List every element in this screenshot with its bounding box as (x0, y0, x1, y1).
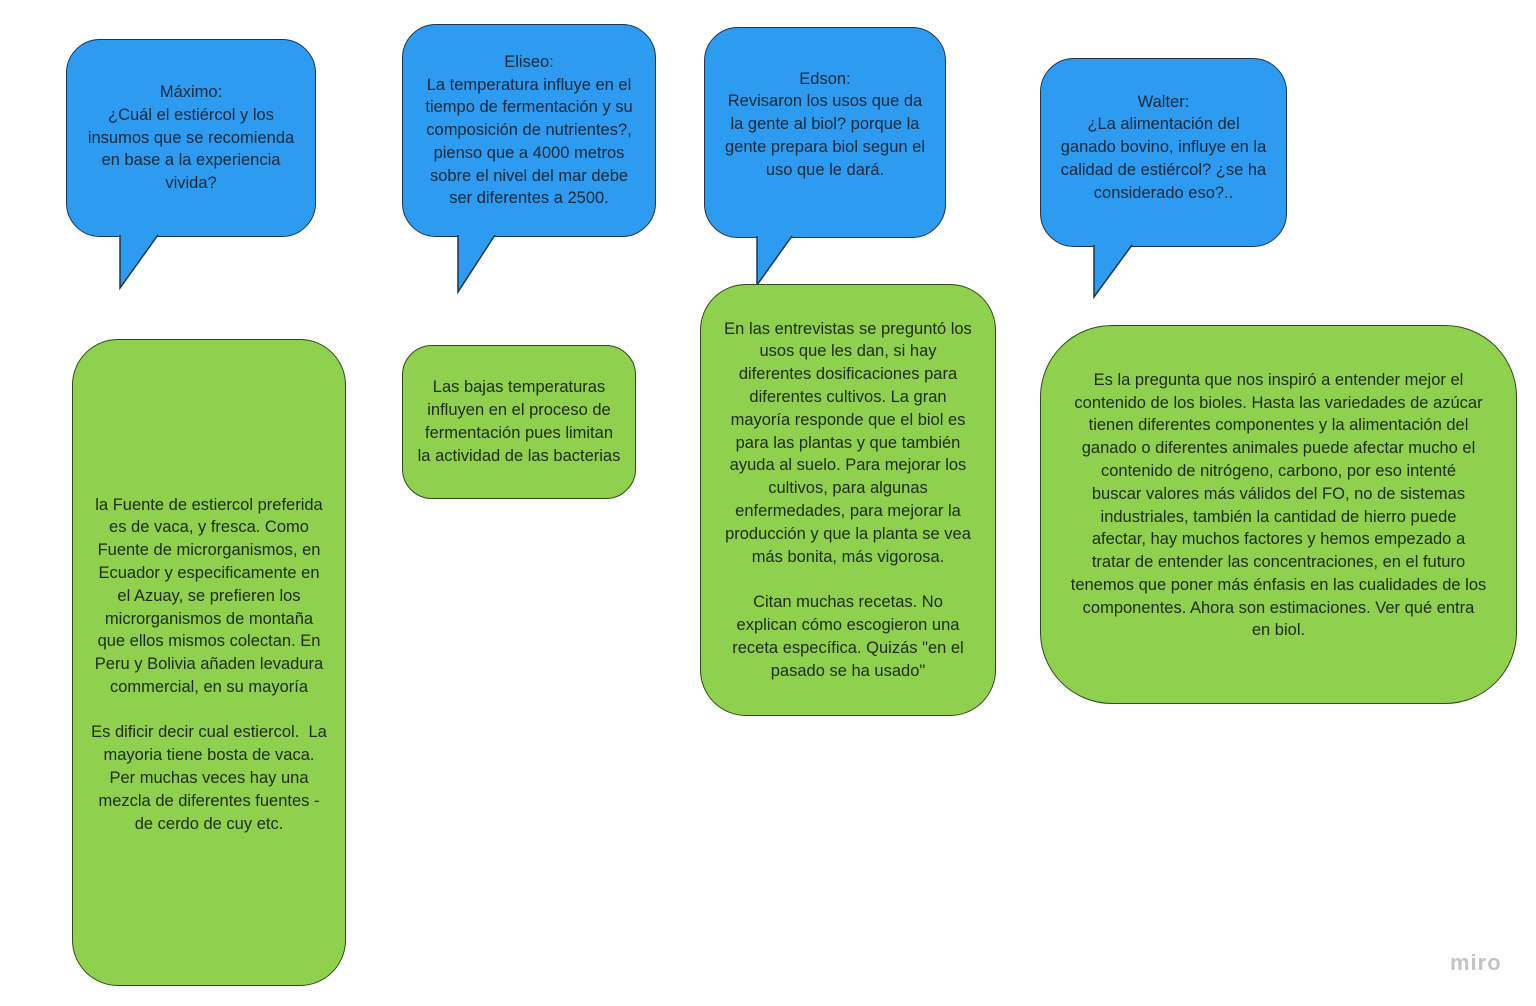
question-text: ¿Cuál el estiércol y los insumos que se … (87, 105, 295, 193)
author-name: Máximo: (159, 83, 223, 101)
answer-text: Es la pregunta que nos inspiró a entende… (1070, 370, 1487, 640)
miro-watermark: miro (1450, 950, 1502, 975)
bubble-tail (457, 234, 496, 295)
answer-card-maximo[interactable]: la Fuente de estiercol preferida es de v… (72, 339, 346, 986)
author-name: Walter: (1137, 92, 1190, 111)
answer-text: la Fuente de estiercol preferida es de v… (91, 495, 327, 833)
speech-bubble-edson[interactable]: Edson: Revisaron los usos que da la gent… (704, 27, 946, 238)
answer-card-eliseo[interactable]: Las bajas temperaturas influyen en el pr… (402, 345, 636, 499)
answer-text: En las entrevistas se preguntó los usos … (724, 319, 972, 680)
speech-bubble-walter[interactable]: Walter: ¿La alimentación del ganado bovi… (1040, 58, 1287, 247)
question-text: ¿La alimentación del ganado bovino, infl… (1060, 115, 1267, 202)
bubble-tail (756, 235, 793, 288)
speech-bubble-maximo[interactable]: Máximo: ¿Cuál el estiércol y los insumos… (66, 39, 316, 237)
bubble-tail (1093, 244, 1133, 300)
author-name: Eliseo: (504, 52, 554, 71)
bubble-tail (119, 234, 159, 291)
question-text: Revisaron los usos que da la gente al bi… (725, 92, 925, 179)
answer-card-walter[interactable]: Es la pregunta que nos inspiró a entende… (1040, 325, 1517, 704)
author-name: Edson: (799, 69, 851, 88)
answer-text: Las bajas temperaturas influyen en el pr… (417, 378, 621, 465)
answer-card-edson[interactable]: En las entrevistas se preguntó los usos … (700, 284, 996, 716)
speech-bubble-eliseo[interactable]: Eliseo: La temperatura influye en el tie… (402, 24, 656, 237)
question-text: La temperatura influye en el tiempo de f… (425, 75, 633, 208)
